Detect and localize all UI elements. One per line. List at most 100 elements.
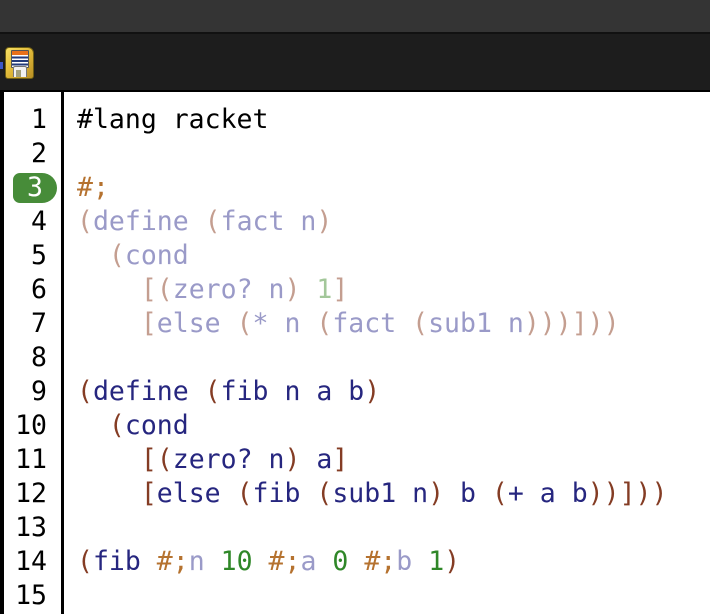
token-fid: n [188,546,205,577]
token-p: ( [77,546,93,577]
code-line[interactable]: 4(define (fact n) [0,205,710,239]
token-fid: a [300,546,317,577]
token-fid: zero? n [172,274,285,305]
editor-left-border [0,92,4,614]
token-plain [189,206,205,237]
line-number: 11 [15,444,47,475]
token-id: else [156,478,237,509]
code-line[interactable]: 5 (cond [0,239,710,273]
code-text [62,511,77,545]
token-plain [348,546,364,577]
token-p: [( [140,444,173,475]
code-line[interactable]: 9 (define (fib n a b) [0,375,710,409]
token-fp: ( [77,206,93,237]
token-com: #; [268,546,301,577]
line-number: 4 [31,206,47,237]
token-plain [77,308,141,339]
token-lit: 1 [428,546,445,577]
line-number: 10 [15,410,47,441]
code-line[interactable]: 8 [0,341,710,375]
gutter-separator [61,92,64,614]
code-text: #lang racket [62,103,268,137]
code-line[interactable]: 3#; [0,171,710,205]
token-fid: fact n [220,206,317,237]
code-text: (cond [62,239,189,273]
token-p: ))])) [587,478,668,509]
code-line[interactable]: 7 [else (* n (fact (sub1 n)))])) [0,307,710,341]
token-plain [77,478,141,509]
token-fp: ( [316,308,333,339]
code-text: (cond [62,409,189,443]
line-number: 9 [31,376,47,407]
token-fp: ( [204,206,221,237]
token-p: ] [332,444,349,475]
code-line[interactable]: 12 [else (fib (sub1 n) b (+ a b))])) [0,477,710,511]
edge-indicator [0,62,3,69]
token-id: zero? n [172,444,285,475]
line-number: 1 [31,104,47,135]
token-id: cond [124,410,189,441]
title-bar[interactable] [0,0,710,32]
token-p: ) [284,444,317,475]
token-id: fib [252,478,317,509]
code-text: [else (* n (fact (sub1 n)))])) [62,307,620,341]
token-plain [412,546,428,577]
token-flit: 1 [316,274,333,305]
floppy-label-lines [12,55,28,67]
token-p: ( [491,478,508,509]
code-line[interactable]: 11 [(zero? n) a] [0,443,710,477]
token-plain [316,546,332,577]
code-text: [(zero? n) 1] [62,273,348,307]
token-id: fib [92,546,157,577]
token-fp: ( [108,240,125,271]
token-id: sub1 n [332,478,429,509]
code-text [62,579,77,613]
save-button[interactable] [5,47,34,79]
floppy-shutter [13,66,27,77]
token-plain [77,444,141,475]
current-line-badge: 3 [13,173,57,203]
token-p: ) [428,478,460,509]
token-plain [77,240,109,271]
code-line[interactable]: 6 [(zero? n) 1] [0,273,710,307]
floppy-disk-save-icon [5,47,34,79]
token-p: ( [77,376,93,407]
line-number: 6 [31,274,47,305]
token-fp: [ [140,308,157,339]
token-fp: ) [284,274,317,305]
token-plain [205,546,221,577]
token-fid: else [156,308,237,339]
token-fid: fact [332,308,413,339]
code-line[interactable]: 2 [0,137,710,171]
line-number: 2 [31,138,47,169]
token-fp: )))])) [523,308,620,339]
code-line[interactable]: 13 [0,511,710,545]
line-number: 7 [31,308,47,339]
code-text [62,137,77,171]
token-p: ( [236,478,253,509]
line-number: 3 [0,171,62,205]
token-p: ( [204,376,221,407]
token-fid: * n [252,308,317,339]
code-line[interactable]: 1 #lang racket [0,103,710,137]
token-p: ( [108,410,125,441]
token-fid: define [92,206,189,237]
token-com: #; [364,546,397,577]
token-lit: 0 [332,546,349,577]
token-fid: b [396,546,413,577]
line-number: 15 [15,580,47,611]
toolbar [0,32,710,90]
code-line[interactable]: 14(fib #;n 10 #;a 0 #;b 1) [0,545,710,579]
token-fid: sub1 n [428,308,524,339]
token-fid: cond [124,240,189,271]
code-text: (fib #;n 10 #;a 0 #;b 1) [62,545,460,579]
code-text: (define (fib n a b) [62,375,380,409]
line-number: 8 [31,342,47,373]
code-line[interactable]: 15 [0,579,710,613]
token-id: define [92,376,205,407]
floppy-label [11,50,29,68]
token-p: ) [444,546,461,577]
code-line[interactable]: 10 (cond [0,409,710,443]
